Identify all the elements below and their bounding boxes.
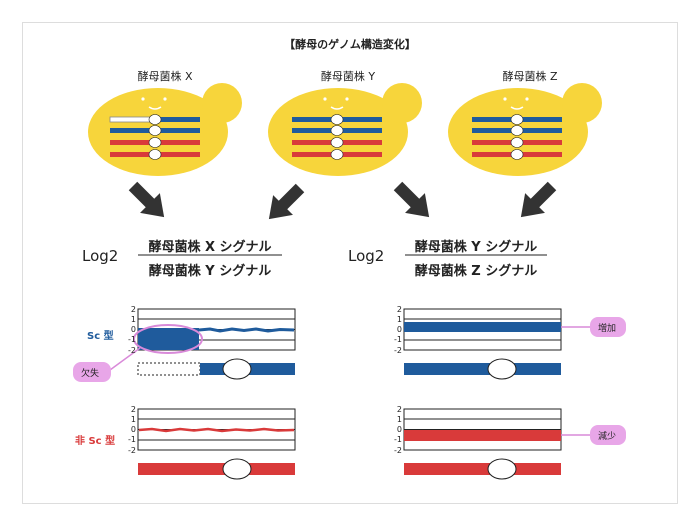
denominator-right: 酵母菌株 Z シグナル (414, 264, 538, 279)
log-label-right: Log2 (348, 247, 385, 265)
tick-label-nonsc-right: -2 (394, 445, 402, 455)
callout-text-deletion: 欠失 (81, 369, 100, 379)
tick-label-nonsc-right: 0 (396, 425, 402, 434)
tick-label-nonsc-left: -2 (128, 445, 136, 455)
callout-decrease (561, 425, 626, 445)
tick-label-nonsc-left: -1 (128, 435, 136, 445)
plot-sc-left (133, 308, 296, 354)
callout-text-increase: 増加 (598, 324, 617, 334)
arrow-y-to-left (268, 183, 305, 220)
strain-label-y: 酵母菌株 Y (320, 70, 376, 83)
strain-label-x: 酵母菌株 X (137, 70, 193, 83)
callout-deletion (73, 347, 141, 382)
tick-label-sc-right: -1 (394, 335, 402, 345)
yeast-cell-y (268, 83, 422, 176)
chromosome-sc-left (137, 358, 295, 380)
tick-label-nonsc-left: 2 (130, 404, 136, 414)
tick-label-nonsc-left: 0 (130, 425, 136, 434)
figure-frame (22, 22, 678, 504)
tick-label-sc-right: 1 (396, 314, 402, 324)
plot-nonsc-left (137, 408, 296, 451)
plot-sc-right (403, 308, 562, 351)
arrow-y-to-right (393, 181, 430, 218)
row-label-sc: Sc 型 (87, 331, 114, 342)
plot-nonsc-right (403, 408, 562, 451)
tick-label-sc-left: -2 (128, 345, 136, 355)
tick-label-sc-right: 0 (396, 325, 402, 334)
tick-label-sc-left: -1 (128, 335, 136, 345)
chromosome-sc-right (404, 358, 561, 380)
numerator-right: 酵母菌株 Y シグナル (414, 240, 538, 255)
tick-label-nonsc-right: 1 (396, 414, 402, 424)
yeast-cell-z (448, 83, 602, 176)
tick-label-nonsc-left: 1 (130, 414, 136, 424)
arrows (128, 181, 557, 220)
callout-increase (561, 317, 626, 337)
callout-text-decrease: 減少 (598, 432, 617, 442)
strain-label-z: 酵母菌株 Z (502, 70, 558, 83)
arrow-x-to-left (128, 181, 165, 218)
tick-label-sc-right: 2 (396, 304, 402, 314)
tick-label-sc-left: 1 (130, 314, 136, 324)
tick-label-sc-right: -2 (394, 345, 402, 355)
figure-title: 【酵母のゲノム構造変化】 (284, 38, 416, 51)
tick-label-nonsc-right: 2 (396, 404, 402, 414)
tick-label-nonsc-right: -1 (394, 435, 402, 445)
tick-label-sc-left: 0 (130, 325, 136, 334)
denominator-left: 酵母菌株 Y シグナル (148, 264, 272, 279)
arrow-z-to-right (520, 181, 557, 218)
chromosome-nonsc-left (138, 458, 295, 480)
tick-label-sc-left: 2 (130, 304, 136, 314)
yeast-cell-x (88, 83, 242, 176)
chromosome-nonsc-right (404, 458, 561, 480)
numerator-left: 酵母菌株 X シグナル (148, 240, 272, 255)
log-label-left: Log2 (82, 247, 119, 265)
row-label-nonsc: 非 Sc 型 (75, 436, 116, 447)
